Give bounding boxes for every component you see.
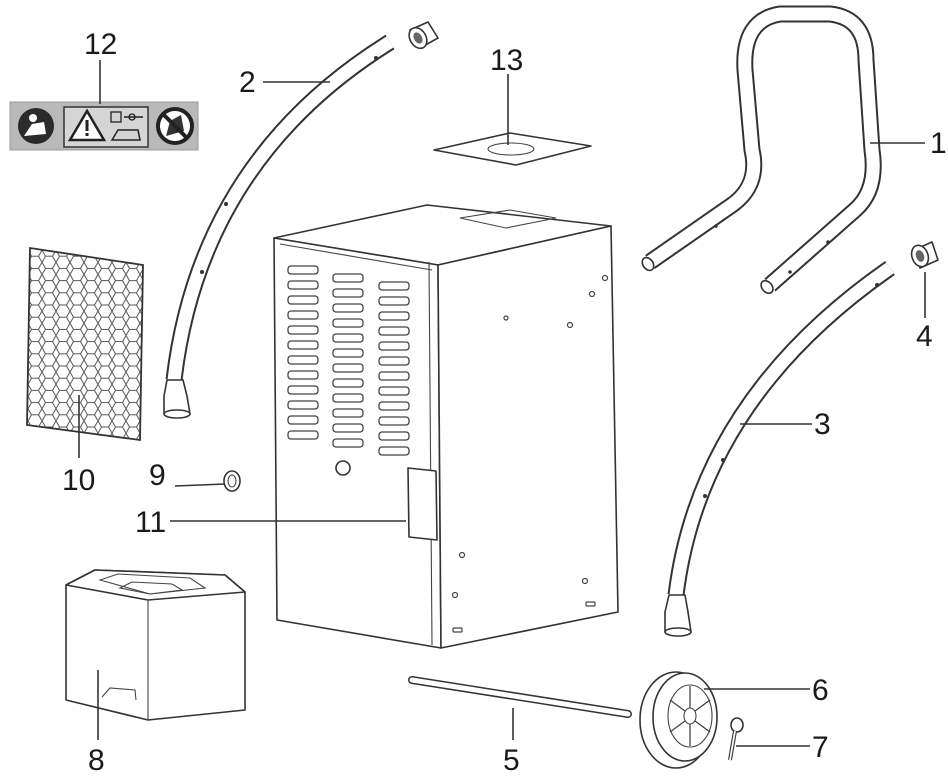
callout-1: 1	[930, 127, 947, 160]
callout-8: 8	[88, 744, 105, 777]
water-tank	[65, 569, 246, 721]
read-manual-icon	[18, 108, 54, 144]
warning-icon	[63, 106, 149, 148]
drain-plug	[223, 470, 241, 492]
no-cover-icon	[156, 107, 194, 145]
wheel	[639, 671, 718, 769]
callout-13: 13	[490, 44, 523, 77]
callout-12: 12	[84, 28, 117, 61]
cotter-pin	[728, 717, 744, 761]
instructions-icon	[110, 111, 143, 141]
callout-numbers: 1 2 3 4 5 6 7 8 9 10 11 12 13	[62, 28, 947, 777]
top-plate	[433, 132, 592, 166]
callout-3: 3	[814, 408, 831, 441]
air-filter	[26, 246, 144, 442]
tube-cap	[910, 241, 939, 269]
warning-label	[9, 101, 199, 151]
callout-10: 10	[62, 464, 95, 497]
right-handle-tube	[664, 261, 895, 637]
callout-7: 7	[812, 731, 829, 764]
callout-9: 9	[149, 459, 166, 492]
callout-5: 5	[503, 744, 520, 777]
front-vents	[287, 265, 410, 456]
u-handle	[641, 5, 882, 295]
drain-cover	[407, 467, 438, 541]
tube-cap-top	[408, 21, 439, 50]
callout-2: 2	[239, 66, 256, 99]
leader-lines	[78, 60, 926, 747]
callout-11: 11	[135, 506, 166, 539]
callout-4: 4	[916, 320, 933, 353]
wheel-axle	[408, 676, 632, 718]
left-handle-tube	[163, 34, 395, 419]
dehumidifier-body	[273, 204, 619, 649]
callout-6: 6	[812, 674, 829, 707]
